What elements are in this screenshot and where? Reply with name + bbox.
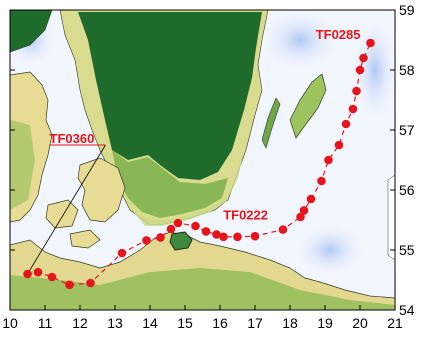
station-point bbox=[233, 232, 242, 242]
station-point bbox=[250, 231, 260, 241]
x-axis-ticks: 10 11 12 13 14 15 16 17 18 19 20 21 bbox=[2, 305, 403, 331]
y-axis-ticks: 54 55 56 57 58 59 bbox=[10, 2, 415, 318]
station-point bbox=[317, 176, 326, 186]
station-point bbox=[65, 280, 74, 290]
deep-water-patch bbox=[290, 220, 370, 280]
cruise-track bbox=[23, 38, 375, 290]
y-tick-label: 54 bbox=[399, 302, 415, 318]
station-point bbox=[366, 38, 375, 48]
station-label-tf0360: TF0360 bbox=[50, 131, 95, 146]
station-point bbox=[355, 65, 365, 75]
land-bornholm bbox=[169, 231, 193, 251]
land-funen bbox=[45, 199, 79, 229]
y-tick-label: 56 bbox=[399, 182, 415, 198]
land-sweden-forest bbox=[78, 12, 262, 180]
station-point bbox=[296, 212, 305, 222]
station-label-tf0285: TF0285 bbox=[316, 27, 361, 42]
land-lolland bbox=[69, 229, 101, 249]
x-tick-label: 21 bbox=[387, 315, 403, 331]
station-point bbox=[33, 267, 43, 277]
station-point bbox=[219, 232, 228, 242]
plot-frame bbox=[9, 9, 396, 311]
land-sweden-lowland bbox=[112, 150, 228, 218]
x-tick-label: 13 bbox=[107, 315, 123, 331]
x-tick-label: 17 bbox=[247, 315, 263, 331]
station-point bbox=[173, 218, 183, 228]
x-tick-label: 11 bbox=[38, 315, 53, 331]
station-point bbox=[334, 140, 344, 150]
tf0360-leader-line bbox=[27, 144, 106, 275]
station-point bbox=[117, 248, 127, 258]
land-south-green bbox=[10, 268, 395, 310]
x-tick-label: 20 bbox=[352, 315, 368, 331]
map-area bbox=[10, 10, 395, 310]
station-point bbox=[324, 155, 333, 165]
station-point bbox=[348, 104, 358, 114]
station-point bbox=[166, 224, 176, 234]
station-point bbox=[201, 227, 211, 236]
x-tick-label: 12 bbox=[72, 315, 88, 331]
deep-water-patch bbox=[255, 10, 345, 75]
x-tick-label: 10 bbox=[2, 315, 18, 331]
y-tick-label: 59 bbox=[399, 2, 415, 18]
station-point bbox=[306, 194, 316, 204]
station-point bbox=[278, 225, 288, 234]
land-norway bbox=[10, 10, 53, 53]
x-tick-label: 16 bbox=[212, 315, 228, 331]
station-point bbox=[191, 221, 200, 231]
station-point bbox=[212, 230, 221, 239]
x-tick-label: 19 bbox=[317, 315, 333, 331]
y-tick-label: 55 bbox=[399, 242, 415, 258]
y-tick-label: 57 bbox=[399, 122, 415, 138]
station-point bbox=[352, 86, 361, 96]
x-tick-label: 14 bbox=[142, 315, 158, 331]
station-point bbox=[23, 269, 32, 279]
x-tick-label: 18 bbox=[282, 315, 298, 331]
y-tick-label: 58 bbox=[399, 62, 415, 78]
land-sweden-coast bbox=[130, 152, 244, 226]
station-point bbox=[299, 206, 309, 215]
land-oland bbox=[261, 97, 281, 149]
station-label-tf0222: TF0222 bbox=[223, 208, 268, 223]
land-jutland-green bbox=[10, 120, 35, 210]
station-point bbox=[359, 53, 368, 63]
x-tick-label: 15 bbox=[177, 315, 193, 331]
station-point bbox=[142, 236, 151, 245]
land-gotland bbox=[289, 73, 327, 139]
station-point bbox=[156, 233, 165, 242]
land-east bbox=[387, 174, 395, 261]
station-point bbox=[341, 119, 351, 129]
station-point bbox=[86, 278, 95, 288]
land-zealand bbox=[77, 157, 126, 223]
station-point bbox=[47, 272, 57, 282]
deep-water-patch bbox=[350, 10, 395, 130]
